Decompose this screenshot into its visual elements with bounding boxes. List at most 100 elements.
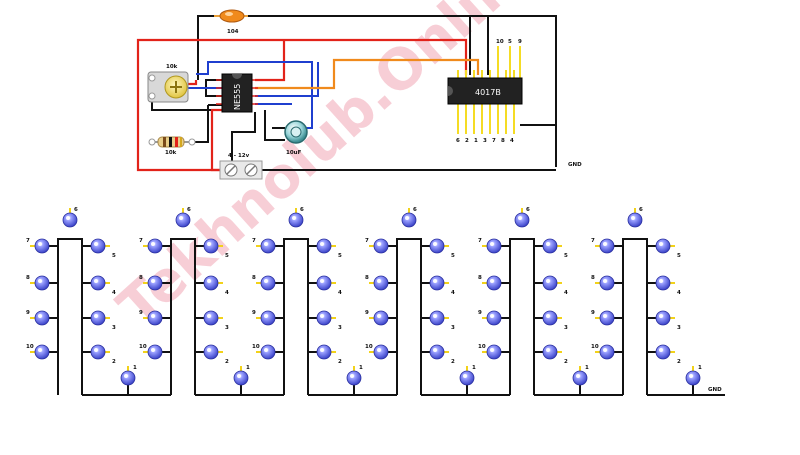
resistor: 10k — [148, 136, 196, 156]
led-label: 7 — [26, 238, 30, 244]
led-label: 3 — [677, 325, 681, 331]
led-label: 8 — [365, 275, 369, 281]
led-label: 4 — [451, 290, 455, 296]
led-label: 1 — [246, 365, 250, 371]
led-label: 1 — [472, 365, 476, 371]
led-body — [260, 310, 276, 326]
led-highlight — [490, 348, 494, 352]
led-highlight — [433, 279, 437, 283]
led-body — [373, 238, 389, 254]
led-highlight — [433, 314, 437, 318]
led: 1 — [572, 365, 589, 386]
pot-label: 10k — [166, 64, 178, 70]
led-highlight — [207, 242, 211, 246]
led-highlight — [631, 216, 635, 220]
led-highlight — [264, 242, 268, 246]
led: 1 — [459, 365, 476, 386]
led-body — [655, 310, 671, 326]
led-body — [34, 310, 50, 326]
led-label: 2 — [112, 359, 116, 365]
led: 8 — [252, 275, 276, 291]
led-label: 9 — [26, 310, 30, 316]
led-body — [260, 238, 276, 254]
led: 4 — [429, 275, 455, 296]
led-highlight — [350, 374, 354, 378]
led-label: 8 — [478, 275, 482, 281]
led-body — [90, 310, 106, 326]
led: 7 — [478, 238, 502, 254]
led-body — [599, 310, 615, 326]
led-label: 5 — [112, 253, 116, 259]
led-highlight — [659, 348, 663, 352]
led: 3 — [316, 310, 342, 331]
led-label: 5 — [564, 253, 568, 259]
led-label: 7 — [252, 238, 256, 244]
led: 6 — [401, 207, 417, 228]
led-highlight — [659, 242, 663, 246]
led-body — [599, 344, 615, 360]
led-label: 9 — [478, 310, 482, 316]
led-body — [429, 310, 445, 326]
led-body — [542, 275, 558, 291]
capacitor-104-label: 104 — [227, 29, 239, 35]
cd4017-label: 4017B — [475, 88, 501, 97]
led-highlight — [546, 242, 550, 246]
led-body — [514, 212, 530, 228]
led-highlight — [151, 279, 155, 283]
led-label: 2 — [225, 359, 229, 365]
gnd-top-label: GND — [568, 162, 582, 168]
led-label: 5 — [225, 253, 229, 259]
black-wires — [151, 15, 557, 171]
led-label: 4 — [112, 290, 116, 296]
led-highlight — [377, 279, 381, 283]
led-body — [147, 238, 163, 254]
led-highlight — [320, 242, 324, 246]
led-highlight — [38, 314, 42, 318]
led-label: 2 — [451, 359, 455, 365]
led-body — [233, 370, 249, 386]
led: 4 — [655, 275, 681, 296]
led: 7 — [26, 238, 50, 254]
led: 2 — [316, 344, 342, 365]
led-body — [429, 344, 445, 360]
led-label: 9 — [139, 310, 143, 316]
led: 5 — [542, 238, 568, 259]
led-highlight — [66, 216, 70, 220]
led-body — [90, 344, 106, 360]
ic2-bottom-pin-2: 2 — [465, 138, 469, 144]
led-body — [542, 344, 558, 360]
led: 10 — [26, 344, 50, 360]
led-body — [373, 275, 389, 291]
led: 8 — [478, 275, 502, 291]
led: 5 — [203, 238, 229, 259]
led-highlight — [264, 279, 268, 283]
module-frame — [396, 238, 422, 395]
led-label: 10 — [478, 344, 486, 350]
led-body — [62, 212, 78, 228]
ne555-label: NE555 — [233, 84, 242, 110]
led-label: 7 — [365, 238, 369, 244]
led-highlight — [264, 348, 268, 352]
led-highlight — [689, 374, 693, 378]
led-body — [346, 370, 362, 386]
led-label: 2 — [677, 359, 681, 365]
led-label: 1 — [133, 365, 137, 371]
led-label: 3 — [451, 325, 455, 331]
led: 6 — [514, 207, 530, 228]
led-label: 8 — [26, 275, 30, 281]
led-array: 6789105432678910543267891054326789105432… — [26, 207, 725, 396]
led-label: 2 — [338, 359, 342, 365]
electrolytic-capacitor: 10uF — [284, 120, 308, 156]
ic2-top-pin-5: 5 — [508, 39, 512, 45]
led-highlight — [546, 314, 550, 318]
led: 10 — [139, 344, 163, 360]
led-label: 8 — [139, 275, 143, 281]
led-highlight — [207, 279, 211, 283]
led-label: 4 — [677, 290, 681, 296]
led: 5 — [90, 238, 116, 259]
led-body — [90, 238, 106, 254]
led-highlight — [433, 242, 437, 246]
capacitor-104: 104 — [214, 9, 248, 35]
